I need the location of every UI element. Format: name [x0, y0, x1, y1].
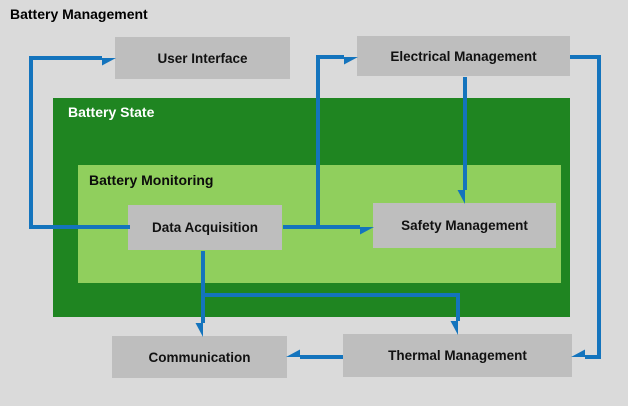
node-safety-management: Safety Management: [373, 203, 556, 248]
node-thermal-management: Thermal Management: [343, 334, 572, 377]
node-communication: Communication: [112, 336, 287, 378]
node-user-interface-label: User Interface: [157, 50, 248, 66]
node-user-interface: User Interface: [115, 37, 290, 79]
node-data-acquisition: Data Acquisition: [128, 205, 282, 250]
node-electrical-management: Electrical Management: [357, 36, 570, 76]
node-communication-label: Communication: [148, 349, 251, 365]
arrow-electrical-management-to-thermal-management: [570, 55, 601, 359]
node-safety-management-label: Safety Management: [401, 218, 528, 233]
diagram-title: Battery Management: [10, 6, 148, 22]
node-electrical-management-label: Electrical Management: [390, 48, 537, 64]
battery-state-label: Battery State: [68, 104, 155, 120]
node-data-acquisition-label: Data Acquisition: [151, 220, 258, 235]
battery-monitoring-label: Battery Monitoring: [89, 172, 214, 188]
node-thermal-management-label: Thermal Management: [388, 348, 527, 363]
